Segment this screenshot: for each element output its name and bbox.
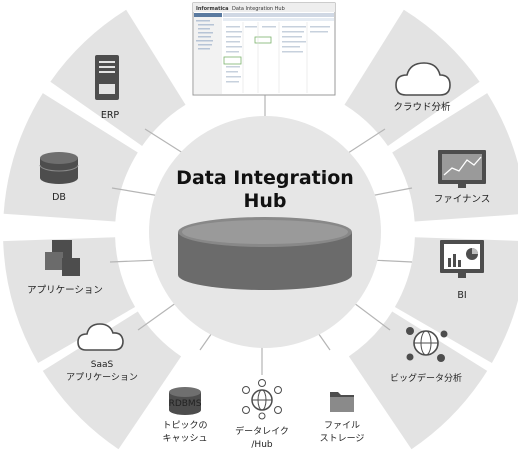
topic-label-line2: キャッシュ (162, 434, 207, 444)
lake-label-line1: データレイク (235, 425, 289, 437)
folder-icon (330, 392, 354, 412)
topic-label-line1: トピックの (162, 420, 207, 431)
finance-label: ファイナンス (434, 194, 491, 205)
database-icon (39, 152, 79, 184)
hub-title-line1: Data Integration (176, 167, 354, 189)
connector-lines (109, 95, 413, 375)
lake-label-line2: /Hub (251, 440, 273, 450)
cloud-icon (395, 62, 451, 96)
screenshot-title: Data Integration Hub (232, 6, 285, 12)
hub-title-line2: Hub (243, 190, 286, 212)
pie-chart-monitor-icon (440, 240, 484, 278)
saas-label-line1: SaaS (91, 360, 114, 370)
product-screenshot: Informatica Data Integration Hub (192, 2, 336, 96)
app-blocks-icon (45, 240, 80, 276)
globe-network-icon (406, 327, 448, 362)
app-label: アプリケーション (27, 285, 103, 296)
globe-network-icon (242, 379, 282, 420)
segment-bigdata (348, 311, 488, 450)
segment-saas (42, 311, 182, 450)
cloud-icon (77, 323, 124, 351)
segment-app (3, 237, 136, 363)
screenshot-brand: Informatica (196, 6, 229, 12)
file-label-line1: ファイル (324, 421, 360, 431)
db-label: DB (52, 192, 66, 203)
segment-bi (394, 237, 518, 363)
hub-database-cylinder (178, 217, 352, 290)
erp-label: ERP (101, 110, 120, 121)
server-icon (95, 55, 119, 100)
cloud-analytics-label: クラウド分析 (393, 101, 451, 113)
saas-label-line2: アプリケーション (66, 372, 138, 383)
rdbms-label: RDBMS (169, 399, 202, 409)
file-label-line2: ストレージ (320, 434, 365, 444)
chart-monitor-icon (438, 150, 486, 188)
bigdata-label: ビッグデータ分析 (390, 372, 462, 384)
bi-label: BI (457, 290, 466, 301)
cylinder-icon (169, 387, 201, 415)
